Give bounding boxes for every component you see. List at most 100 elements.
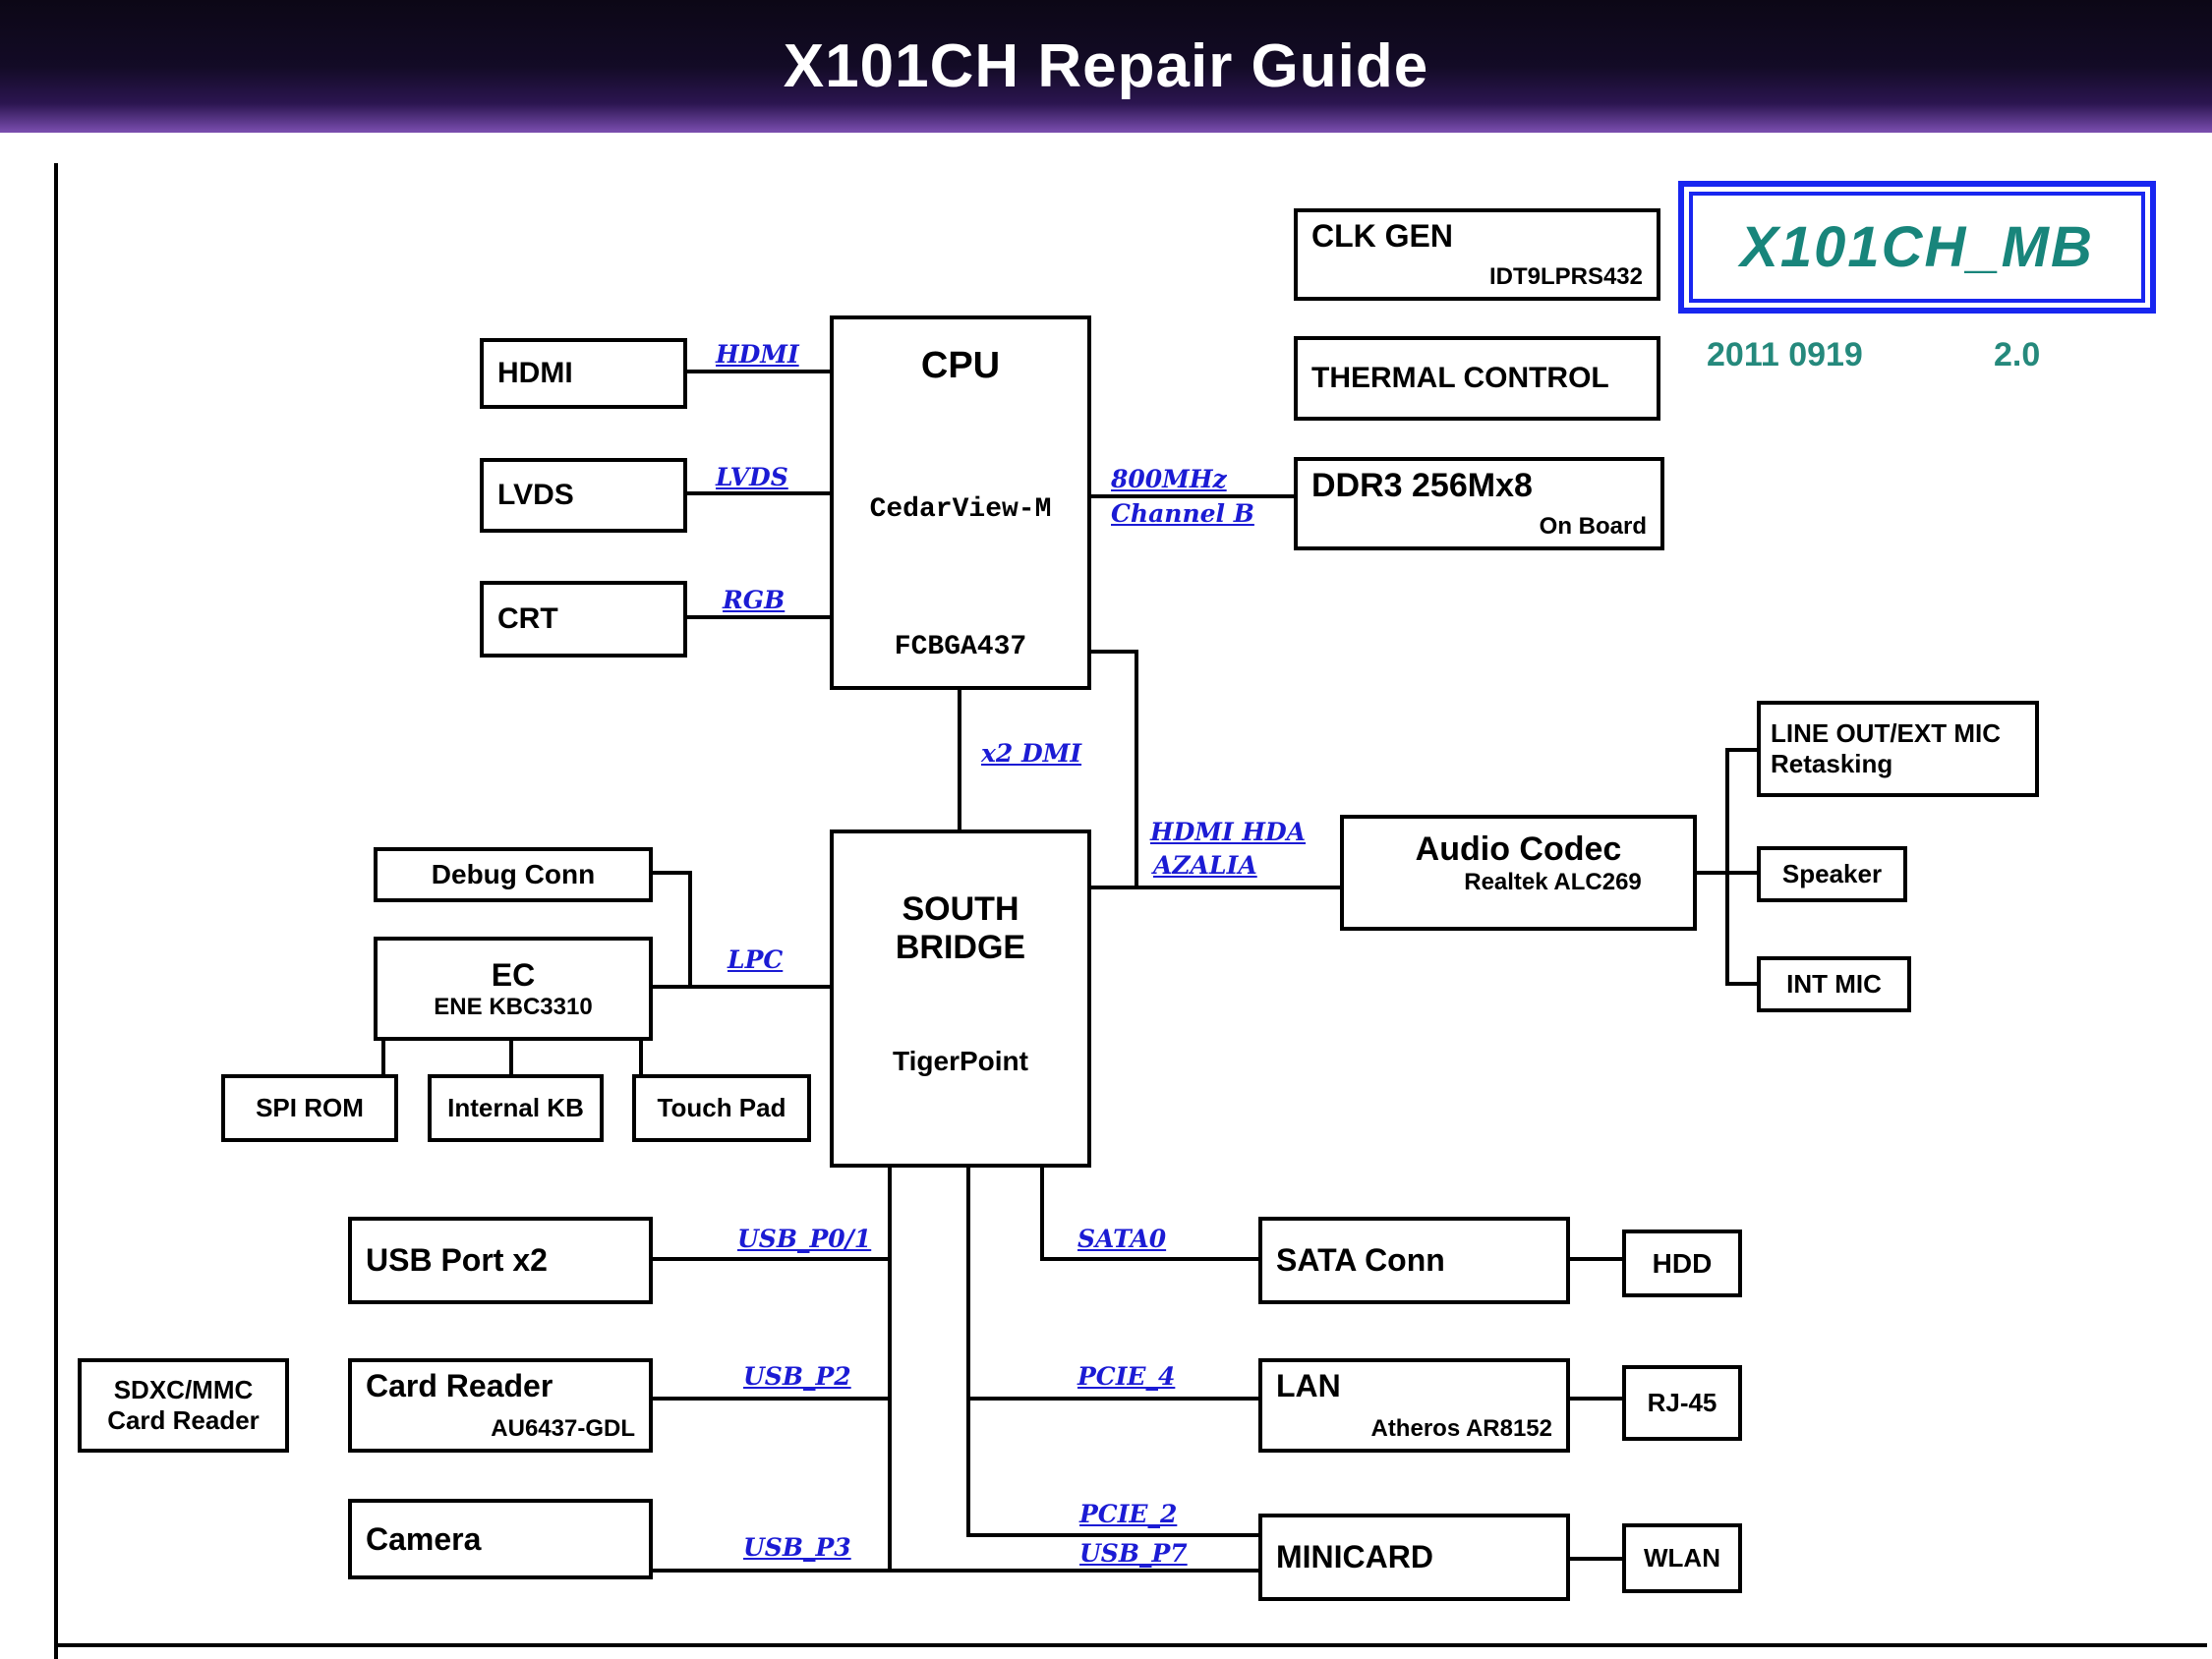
net-label-hda1: HDMI HDA: [1150, 818, 1307, 846]
lan-part: Atheros AR8152: [1370, 1415, 1552, 1442]
touch-pad-box: Touch Pad: [632, 1074, 811, 1142]
cpu-core: CedarView-M: [869, 494, 1052, 525]
audio-codec-part: Realtek ALC269: [1464, 869, 1642, 895]
camera-title: Camera: [366, 1520, 482, 1557]
ec-box: EC ENE KBC3310: [374, 937, 653, 1041]
south-bridge-subtitle: TigerPoint: [893, 1046, 1028, 1076]
line-out-title-2: Retasking: [1771, 749, 1893, 778]
board-version: 2.0: [1994, 336, 2041, 373]
wire-ec-southbridge-lpc: [653, 985, 830, 989]
debug-conn-box: Debug Conn: [374, 847, 653, 902]
net-label-sata0: SATA0: [1077, 1225, 1167, 1253]
lvds-box: LVDS: [480, 458, 687, 533]
wire-southbridge-pcie-v: [966, 1168, 970, 1537]
page-border-left: [54, 163, 58, 1659]
touch-pad-title: Touch Pad: [657, 1093, 786, 1122]
sata-conn-title: SATA Conn: [1276, 1242, 1445, 1278]
sdxc-title-2: Card Reader: [107, 1405, 260, 1435]
wire-cpu-southbridge-dmi: [958, 690, 961, 830]
wire-usb-port: [653, 1257, 892, 1261]
net-label-pcie4: PCIE_4: [1077, 1362, 1176, 1391]
int-mic-box: INT MIC: [1757, 956, 1911, 1012]
wire-cpu-audio-h: [1091, 650, 1138, 654]
card-reader-box: Card Reader AU6437-GDL: [348, 1358, 653, 1453]
int-mic-title: INT MIC: [1786, 969, 1882, 999]
card-reader-part: AU6437-GDL: [491, 1415, 635, 1442]
net-label-lvds: LVDS: [716, 463, 788, 491]
sata-conn-box: SATA Conn: [1258, 1217, 1570, 1304]
wire-lvds-cpu: [687, 491, 830, 495]
wlan-title: WLAN: [1644, 1543, 1720, 1573]
wire-hdmi-cpu: [687, 370, 830, 373]
wire-ec-spirom: [381, 1039, 385, 1076]
lan-box: LAN Atheros AR8152: [1258, 1358, 1570, 1453]
net-label-usb-p3: USB_P3: [743, 1533, 851, 1562]
ddr3-box: DDR3 256Mx8 On Board: [1294, 457, 1664, 550]
net-label-mem-speed: 800MHz: [1111, 465, 1227, 493]
hdmi-title: HDMI: [497, 357, 573, 389]
wire-southbridge-audio: [1091, 886, 1340, 889]
thermal-control-box: THERMAL CONTROL: [1294, 336, 1660, 421]
camera-box: Camera: [348, 1499, 653, 1579]
sdxc-box: SDXC/MMC Card Reader: [78, 1358, 289, 1453]
board-name: X101CH_MB: [1740, 215, 2094, 279]
wire-minicard-wlan: [1570, 1557, 1622, 1561]
debug-conn-title: Debug Conn: [431, 859, 596, 889]
page-title: X101CH Repair Guide: [783, 32, 1429, 100]
net-label-rgb: RGB: [723, 586, 786, 614]
wire-cpu-ddr3: [1091, 494, 1294, 498]
cpu-package: FCBGA437: [894, 632, 1027, 662]
line-out-box: LINE OUT/EXT MIC Retasking: [1757, 701, 2039, 797]
hdd-title: HDD: [1652, 1247, 1713, 1279]
wire-sata-conn: [1042, 1257, 1258, 1261]
speaker-box: Speaker: [1757, 846, 1907, 902]
net-label-mem-channel: Channel B: [1111, 499, 1254, 528]
net-label-usb-p7: USB_P7: [1079, 1539, 1188, 1568]
clk-gen-title: CLK GEN: [1311, 218, 1453, 254]
wire-debug-h: [653, 871, 692, 875]
usb-port-title: USB Port x2: [366, 1242, 548, 1278]
usb-port-box: USB Port x2: [348, 1217, 653, 1304]
wire-camera: [653, 1569, 892, 1573]
net-label-hda2: AZALIA: [1153, 851, 1257, 880]
cpu-title: CPU: [920, 345, 1001, 386]
south-bridge-title-2: BRIDGE: [895, 929, 1026, 966]
minicard-box: MINICARD: [1258, 1514, 1570, 1601]
lvds-title: LVDS: [497, 479, 574, 511]
crt-box: CRT: [480, 581, 687, 658]
wire-cpu-audio-v: [1135, 650, 1138, 889]
clk-gen-part: IDT9LPRS432: [1488, 263, 1643, 290]
sdxc-title-1: SDXC/MMC: [113, 1375, 254, 1404]
internal-kb-title: Internal KB: [447, 1093, 584, 1122]
wlan-box: WLAN: [1622, 1523, 1742, 1593]
net-label-usb-p2: USB_P2: [743, 1362, 851, 1391]
south-bridge-box: SOUTH BRIDGE TigerPoint: [830, 830, 1091, 1168]
internal-kb-box: Internal KB: [428, 1074, 604, 1142]
audio-codec-box: Audio Codec Realtek ALC269: [1340, 815, 1697, 931]
wire-audio-intmic: [1727, 982, 1759, 986]
spi-rom-title: SPI ROM: [256, 1093, 364, 1122]
cpu-box: CPU CedarView-M FCBGA437: [830, 315, 1091, 690]
spi-rom-box: SPI ROM: [221, 1074, 398, 1142]
wire-lan-rj45: [1570, 1397, 1622, 1401]
line-out-title-1: LINE OUT/EXT MIC: [1771, 718, 2001, 748]
hdd-box: HDD: [1622, 1230, 1742, 1297]
header-bar: X101CH Repair Guide: [0, 0, 2212, 133]
net-label-usb-p01: USB_P0/1: [737, 1225, 872, 1253]
board-name-badge: X101CH_MB: [1678, 181, 2156, 314]
wire-cardreader: [653, 1397, 892, 1401]
wire-sata-hdd: [1570, 1257, 1622, 1261]
ddr3-title: DDR3 256Mx8: [1311, 467, 1533, 504]
wire-lan: [968, 1397, 1258, 1401]
wire-southbridge-sata-v: [1040, 1168, 1044, 1261]
crt-title: CRT: [497, 602, 558, 635]
board-date: 2011 0919: [1707, 336, 1863, 373]
hdmi-box: HDMI: [480, 338, 687, 409]
net-label-dmi: x2 DMI: [981, 739, 1082, 768]
south-bridge-title-1: SOUTH: [902, 890, 1019, 928]
rj45-box: RJ-45: [1622, 1365, 1742, 1441]
speaker-title: Speaker: [1781, 859, 1883, 888]
audio-codec-title: Audio Codec: [1415, 830, 1622, 868]
wire-audio-lineout: [1727, 748, 1759, 752]
